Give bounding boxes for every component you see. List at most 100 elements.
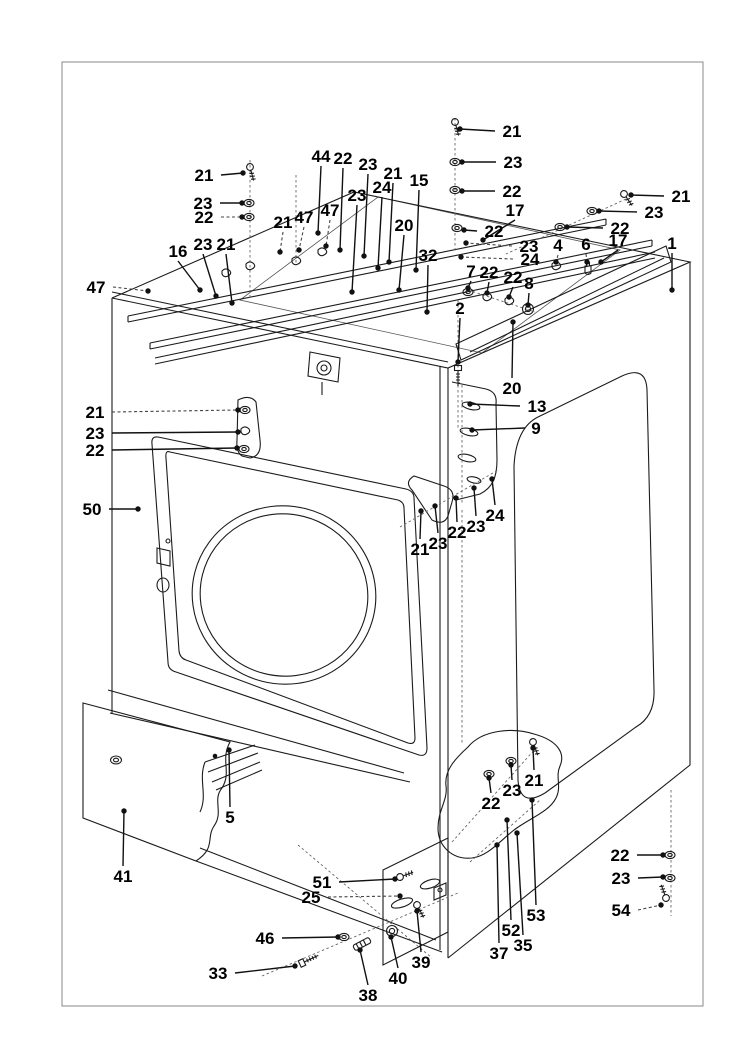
part-number-label: 20 [395,216,414,235]
part-callout-23: 23 [596,203,663,222]
part-callout-22: 22 [480,263,499,296]
part-callout-22: 22 [334,149,352,253]
part-number-label: 21 [672,187,691,206]
part-callout-22: 22 [195,208,245,227]
clip-icon [221,268,232,278]
part-number-label: 37 [490,944,509,963]
part-number-label: 22 [485,222,504,241]
washer-icon [243,212,255,222]
part-number-label: 23 [86,424,105,443]
part-callout-53: 53 [527,797,546,925]
part-number-label: 24 [373,178,392,197]
part-number-label: 39 [412,953,431,972]
clip-icon [317,247,328,257]
part-callout-8: 8 [524,274,534,308]
part-number-label: 54 [612,901,631,920]
part-callout-23: 23 [459,153,522,172]
part-callout-46: 46 [256,929,341,948]
part-number-label: 23 [348,186,367,205]
part-number-label: 22 [448,523,467,542]
screw-icon [245,162,258,182]
part-callout-5: 5 [225,747,235,827]
screw-icon [411,899,428,920]
part-number-label: 6 [581,235,590,254]
part-callout-22: 22 [504,268,522,300]
screw-icon [395,868,415,882]
part-number-label: 22 [503,182,522,201]
door-latch [156,538,171,593]
washer-icon [586,206,598,216]
part-callout-23: 23 [467,485,485,536]
part-number-label: 23 [194,194,213,213]
part-number-label: 35 [514,936,533,955]
part-callout-25: 25 [302,888,403,907]
part-number-label: 25 [302,888,321,907]
part-number-label: 23 [645,203,664,222]
part-callout-41: 41 [114,808,133,886]
part-callout-51: 51 [313,873,398,892]
door-panel [151,436,428,756]
part-callout-24: 24 [486,476,505,525]
hinge-plate [451,381,498,501]
part-number-label: 24 [486,506,505,525]
part-callout-39: 39 [412,908,431,972]
part-number-label: 21 [411,540,430,559]
part-callout-2: 2 [455,299,465,365]
part-callout-22: 22 [86,441,240,460]
part-number-label: 51 [313,873,332,892]
part-callout-23: 23 [86,424,241,443]
part-number-label: 5 [225,808,234,827]
part-callout-23: 23 [194,194,245,213]
part-number-label: 46 [256,929,275,948]
service-panel-41 [82,702,231,862]
part-callout-21: 21 [217,235,236,306]
part-number-label: 53 [527,906,546,925]
part-number-label: 22 [611,846,630,865]
bolt-icon [297,951,321,968]
part-callout-54: 54 [612,901,664,920]
part-callout-16: 16 [169,242,203,293]
part-number-label: 13 [528,397,547,416]
part-callout-35: 35 [514,830,533,955]
part-number-label: 44 [312,147,331,166]
part-callout-20: 20 [395,216,414,293]
washer-icon [664,873,676,883]
part-number-label: 20 [503,379,522,398]
part-callout-23: 23 [348,186,367,295]
part-number-label: 9 [531,419,540,438]
part-callout-21: 21 [274,213,292,255]
part-number-label: 21 [217,235,236,254]
part-number-label: 21 [86,403,105,422]
part-callout-17: 17 [480,201,524,243]
part-callout-21: 21 [411,508,430,559]
part-callout-24: 24 [373,178,392,271]
part-number-label: 22 [480,263,499,282]
washer-icon [554,222,566,232]
part-callout-1: 1 [667,234,677,293]
assembly-axis-lines [249,118,672,977]
part-number-label: 24 [521,250,540,269]
part-number-label: 21 [525,771,544,790]
part-number-label: 1 [667,234,676,253]
part-number-label: 23 [359,155,378,174]
part-number-label: 21 [384,164,403,183]
part-number-label: 23 [503,781,522,800]
washer-icon [239,405,251,415]
top-lid-outline [239,196,621,354]
part-number-label: 21 [195,166,214,185]
clip-icon [240,426,251,436]
part-number-label: 23 [612,869,631,888]
part-number-label: 23 [194,235,213,254]
part-number-label: 21 [503,122,522,141]
part-callout-23: 23 [194,235,219,299]
right-top-rail [455,245,672,361]
part-number-label: 41 [114,867,133,886]
part-callout-47: 47 [295,208,313,253]
part-number-label: 38 [359,986,378,1005]
part-number-label: 33 [209,964,228,983]
corner-hinge-block [407,475,454,523]
part-callout-13: 13 [467,397,546,416]
screw-icon [618,188,636,208]
part-callout-22: 22 [459,182,521,201]
